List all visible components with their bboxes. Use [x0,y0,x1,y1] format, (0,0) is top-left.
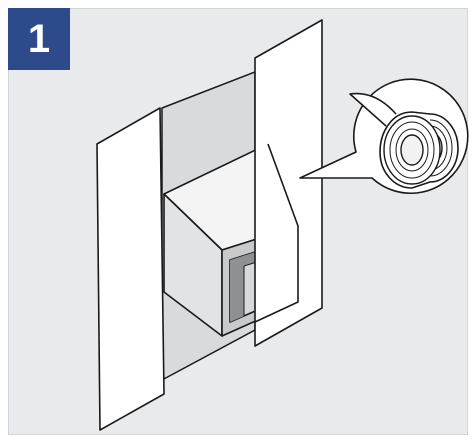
tape-strip-left [96,107,165,431]
tape-strip-right [254,19,323,347]
tape-roll-icon [349,92,459,189]
duct-edge-over-tape [254,143,299,323]
duct-inner-shadow [230,241,290,322]
step-number-badge: 1 [8,8,70,70]
tape-roll-callout [299,78,469,195]
